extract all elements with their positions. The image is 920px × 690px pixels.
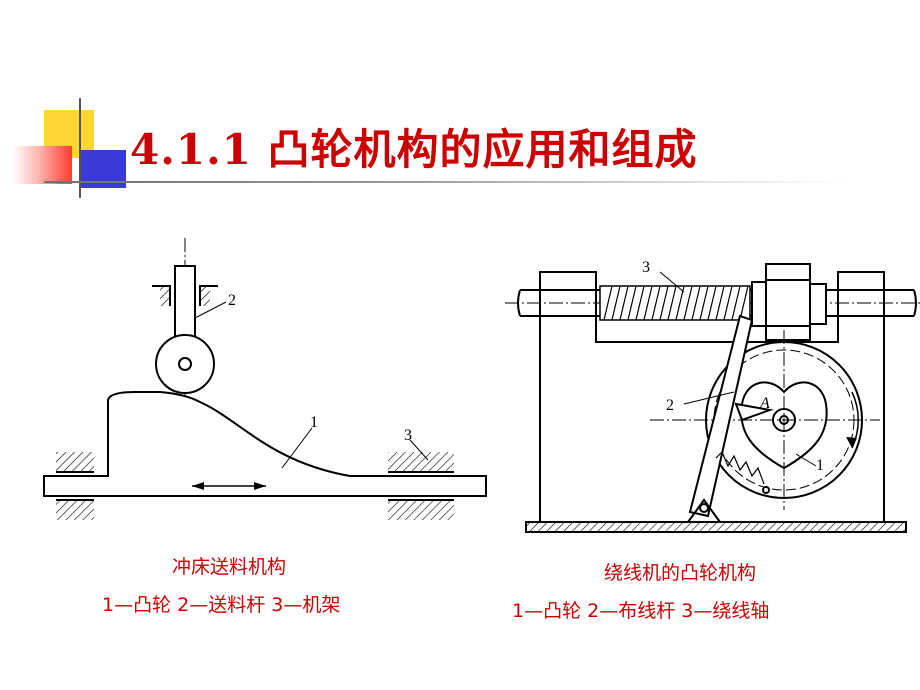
title-underline [44,181,844,183]
bearing-block [765,263,811,341]
spool-lever [688,314,754,518]
right-caption: 绕线机的凸轮机构 [604,562,757,584]
left-legend: 1—凸轮 2—送料杆 3—机架 [102,594,341,616]
label-cam: 1 [310,414,318,431]
label-lever: 2 [666,397,674,414]
base-plate [525,521,907,533]
left-caption: 冲床送料机构 [172,556,287,578]
label-shaft: 3 [642,259,650,276]
label-rod: 2 [228,292,236,309]
screw-thread-lines [603,285,749,321]
deco-vertical-line [79,98,81,198]
slide-title: 4.1.1 凸轮机构的应用和组成 [130,125,698,174]
lever-pivot-support [687,498,721,523]
deco-red-square [12,146,72,184]
label-cam: 1 [816,457,824,474]
right-legend: 1—凸轮 2—布线杆 3—绕线轴 [512,600,770,622]
roller-pin [178,357,192,371]
rod-guide [152,285,218,306]
cam-plate [43,391,487,497]
return-spring [715,450,765,485]
frame-blocks [56,452,454,520]
label-frame: 3 [404,427,412,444]
label-pivot: A [759,395,770,412]
machine-frame [539,271,885,522]
